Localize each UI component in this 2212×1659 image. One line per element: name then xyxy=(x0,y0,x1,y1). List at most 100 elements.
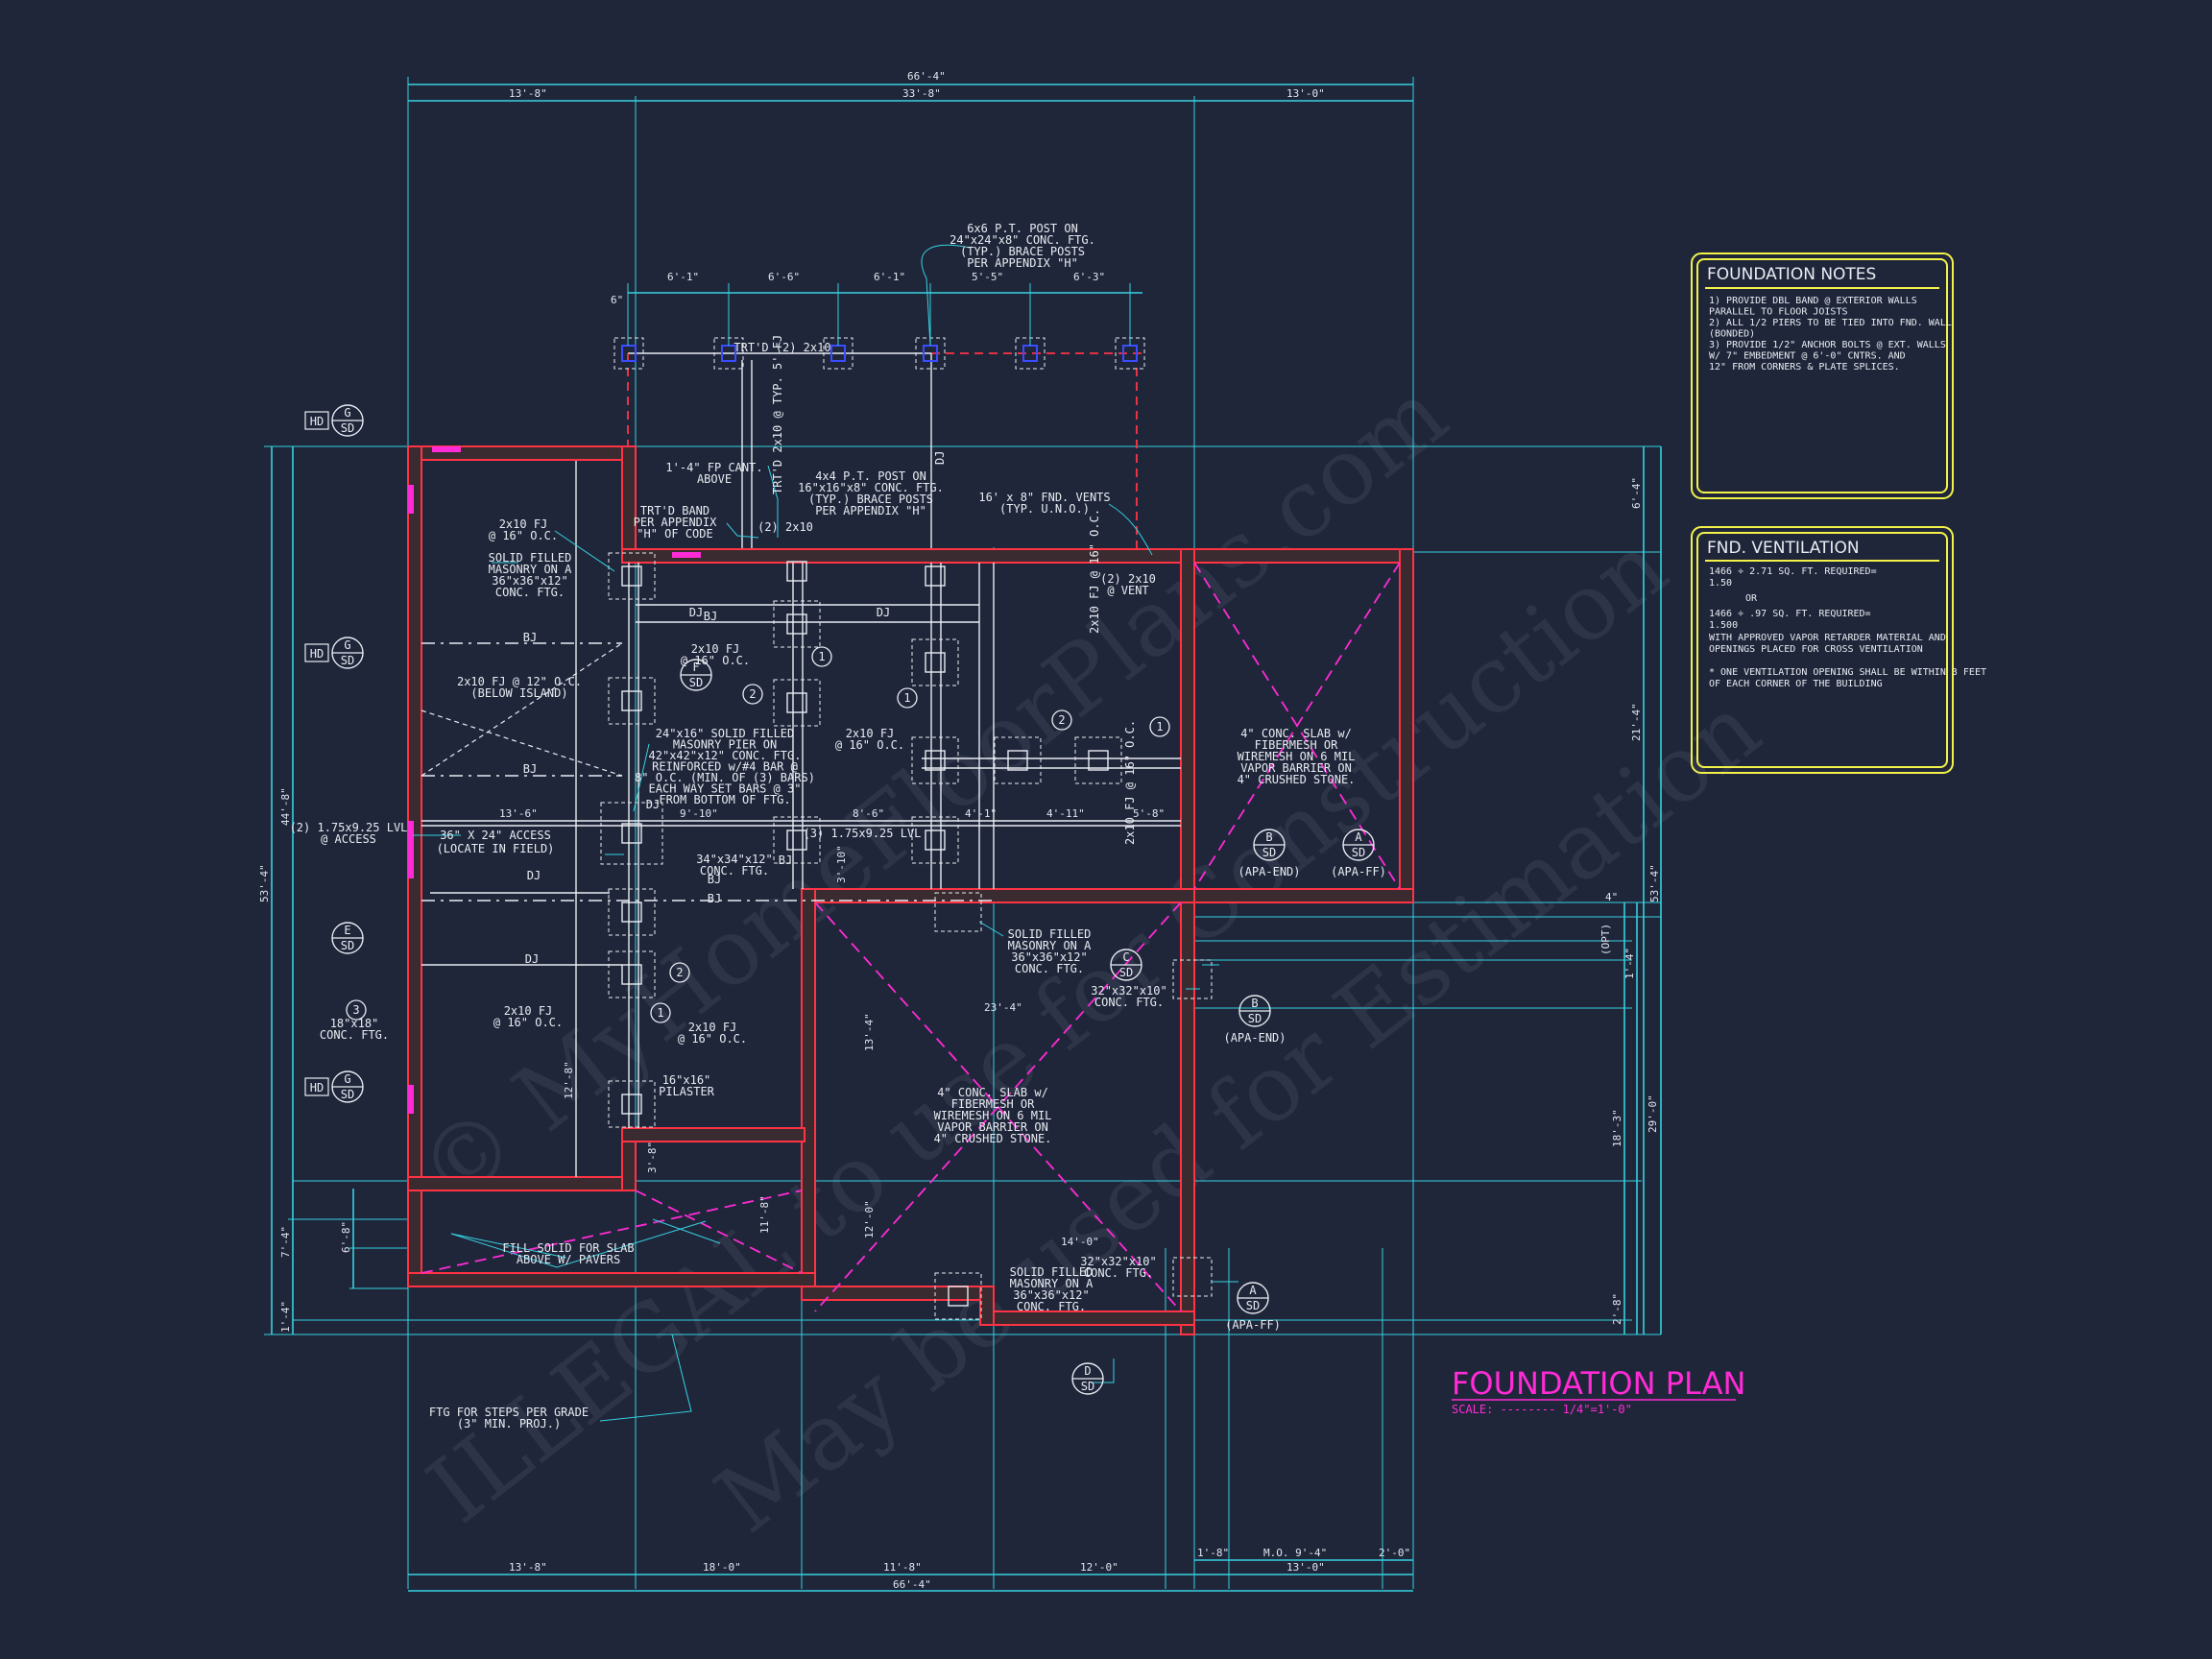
note-fj-low-line: @ 16" O.C. xyxy=(493,1016,563,1029)
note-ftg32a-line: CONC. FTG. xyxy=(1094,996,1164,1009)
callout-2: 2 xyxy=(742,684,763,705)
note-vents-line: 16' x 8" FND. VENTS xyxy=(978,491,1110,504)
tag-letter: A xyxy=(1249,1284,1257,1297)
note-pier-24-line: 24"x16" SOLID FILLED xyxy=(656,727,795,740)
label-bj-0-line: BJ xyxy=(523,631,537,644)
idim-5: 5'-8" xyxy=(1133,807,1165,820)
callout-number: 2 xyxy=(1058,713,1065,727)
note-2x10-tag-line: (2) 2x10 xyxy=(757,520,813,534)
hd-label: HD xyxy=(310,415,324,428)
dim-porch-3: 6'-1" xyxy=(874,271,905,283)
ventilation-note-line: 1.50 xyxy=(1709,578,1732,589)
tag-sub: (APA-END) xyxy=(1223,1031,1286,1045)
callout-2: 2 xyxy=(1051,709,1072,731)
note-slab-mid-line: 4" CONC. SLAB w/ xyxy=(937,1086,1048,1099)
note-vent-tag-line: (2) 2x10 xyxy=(1100,572,1156,586)
dim-right-14: 1'-4" xyxy=(1623,948,1636,979)
dim-right-29: 29'-0" xyxy=(1647,1094,1659,1133)
dim-right-28: 2'-8" xyxy=(1611,1293,1623,1325)
note-trtd-band-line: "H" OF CODE xyxy=(637,527,712,541)
note-slab-mid-line: VAPOR BARRIER ON xyxy=(937,1120,1048,1134)
idim-7: 14'-0" xyxy=(1061,1236,1099,1248)
dim-bottom-0: 13'-8" xyxy=(509,1561,547,1574)
foundation-note-line: W/ 7" EMBEDMENT @ 6'-0" CNTRS. AND xyxy=(1709,351,1906,362)
note-vent-tag: (2) 2x10@ VENT xyxy=(1100,572,1156,597)
note-trtd-band-line: PER APPENDIX xyxy=(634,516,717,529)
foundation-note-line: 2) ALL 1/2 PIERS TO BE TIED INTO FND. WA… xyxy=(1709,318,1952,328)
section-tag-f: FSD xyxy=(680,659,712,691)
ventilation-note-line: 1466 ÷ .97 SQ. FT. REQUIRED= xyxy=(1709,609,1871,619)
ventilation-note-line: WITH APPROVED VAPOR RETARDER MATERIAL AN… xyxy=(1709,633,1946,643)
note-post-6x6-line: (TYP.) BRACE POSTS xyxy=(960,245,1085,258)
note-fj-low-line: 2x10 FJ xyxy=(504,1004,553,1018)
note-ftg34-line: CONC. FTG. xyxy=(700,864,769,878)
note-slab-mid-line: 4" CRUSHED STONE. xyxy=(934,1132,1052,1145)
interior-dimensions: 13'-6" 9'-10" 8'-6" 4'-1" 4'-11" 5'-8" 2… xyxy=(499,807,1165,1248)
tag-sheet: SD xyxy=(1262,846,1276,859)
note-fj-low: 2x10 FJ@ 16" O.C. xyxy=(493,1004,563,1029)
note-2x10-vert1-line: 2x10 FJ @ 16" O.C. xyxy=(1088,509,1101,634)
note-access-line: (LOCATE IN FIELD) xyxy=(437,842,555,855)
note-pier-24-line: MASONRY PIER ON xyxy=(673,738,777,752)
note-vents-line: (TYP. U.N.O.) xyxy=(999,502,1090,516)
note-fj-1-line: @ 16" O.C. xyxy=(489,529,558,542)
tag-letter: G xyxy=(344,638,350,652)
idim-13: 3'-8" xyxy=(646,1142,659,1173)
note-cant: 1'-4" FP CANT.ABOVE xyxy=(665,461,762,486)
dim-bottom-5: M.O. 9'-4" xyxy=(1263,1547,1327,1559)
foundation-notes-box: FOUNDATION NOTES 1) PROVIDE DBL BAND @ E… xyxy=(1691,252,1954,499)
label-dj-5: BJ xyxy=(704,610,717,623)
idim-0: 13'-6" xyxy=(499,807,538,820)
note-slab-top-line: VAPOR BARRIER ON xyxy=(1240,761,1352,775)
tag-sheet: SD xyxy=(1248,1012,1262,1025)
note-slab-top-line: FIBERMESH OR xyxy=(1255,738,1338,752)
label-bj-2: BJ xyxy=(708,873,721,886)
note-lvl-left-line: (2) 1.75x9.25 LVL xyxy=(290,821,408,834)
dim-top-overall: 66'-4" xyxy=(907,70,946,83)
note-fill-line: FILL SOLID FOR SLAB xyxy=(502,1241,634,1255)
label-dj-5-line: BJ xyxy=(704,610,717,623)
label-bj-1-line: BJ xyxy=(523,762,537,776)
label-dj-6-line: BJ xyxy=(779,854,792,867)
note-vent-tag-line: @ VENT xyxy=(1107,584,1148,597)
callout-2: 2 xyxy=(669,962,690,983)
tag-sub: (APA-END) xyxy=(1238,865,1300,878)
beams-joists xyxy=(421,461,1181,1177)
note-slab-top-line: 4" CRUSHED STONE. xyxy=(1238,773,1356,786)
note-pier-24-line: 42"x42"x12" CONC. FTG. xyxy=(649,749,802,762)
dimension-labels: 66'-4" 13'-8" 33'-8" 13'-0" 6" 6'-1" 6'-… xyxy=(258,70,1661,1591)
tag-sheet: SD xyxy=(1119,966,1133,979)
tag-sheet: SD xyxy=(341,1088,354,1101)
note-ftg32b-line: 32"x32"x10" xyxy=(1080,1255,1156,1268)
pier-footings xyxy=(600,552,1213,1320)
note-solid-2-line: CONC. FTG. xyxy=(1015,962,1084,975)
callout-number: 1 xyxy=(903,691,910,705)
hd-label: HD xyxy=(310,1081,324,1094)
dim-right-top: 6'-4" xyxy=(1630,477,1643,509)
label-dj-0-line: DJ xyxy=(689,606,703,619)
dim-left-inner: 6'-8" xyxy=(340,1221,352,1253)
idim-1: 9'-10" xyxy=(680,807,718,820)
note-access: 36" X 24" ACCESS(LOCATE IN FIELD) xyxy=(437,829,555,855)
note-fj-12-line: (BELOW ISLAND) xyxy=(470,686,567,700)
tag-sheet: SD xyxy=(1246,1299,1260,1312)
note-ftg32a-line: 32"x32"x10" xyxy=(1091,984,1166,998)
ventilation-note-line: OF EACH CORNER OF THE BUILDING xyxy=(1709,679,1883,689)
note-fj-low2: 2x10 FJ@ 16" O.C. xyxy=(678,1021,747,1046)
idim-3: 4'-1" xyxy=(965,807,997,820)
section-tag-b: BSD(APA-END) xyxy=(1238,829,1301,878)
label-dj-0: DJ xyxy=(689,606,703,619)
dim-right-18: 18'-3" xyxy=(1611,1109,1623,1147)
note-pier-24-line: FROM BOTTOM OF FTG. xyxy=(659,793,790,806)
callout-number: 3 xyxy=(352,1003,359,1017)
note-2x10-vert2: 2x10 FJ @ 16" O.C. xyxy=(1123,720,1137,845)
section-tag-c: CSD xyxy=(1110,949,1142,981)
note-slab-top-line: WIREMESH ON 6 MIL xyxy=(1238,750,1356,763)
